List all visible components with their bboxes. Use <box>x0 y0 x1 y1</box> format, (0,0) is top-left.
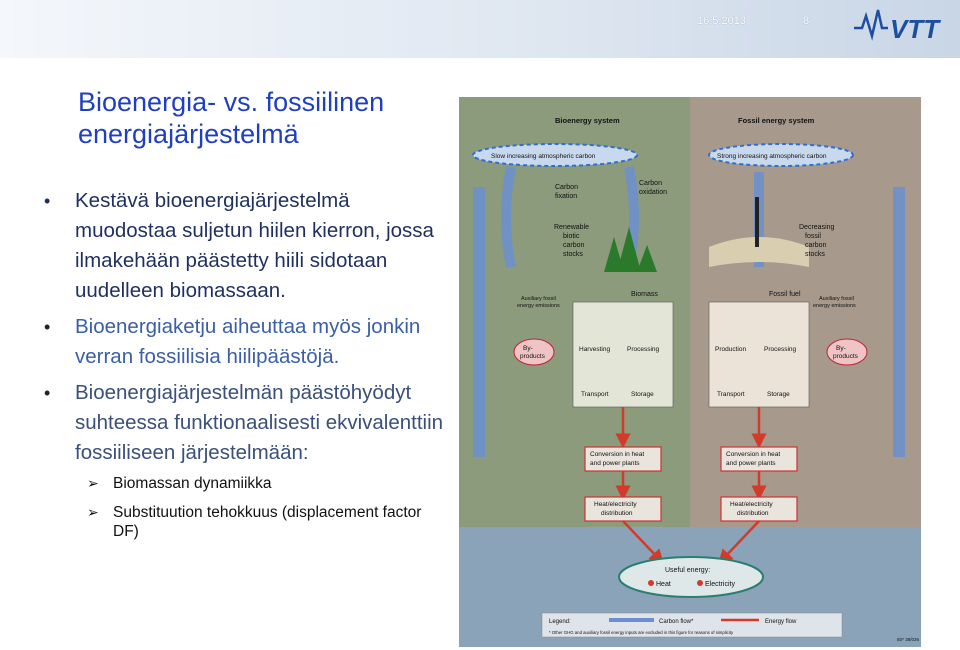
distribution-left-1: Heat/electricity <box>594 501 637 508</box>
byproducts-right-ellipse <box>827 339 867 365</box>
carbon-flow-label: Carbon flow* <box>659 619 694 625</box>
transport-left-label: Transport <box>581 391 609 398</box>
conversion-right-1: Conversion in heat <box>726 451 780 458</box>
byproducts-right-1: By- <box>836 345 846 352</box>
slide-date: 16.5.2013 <box>697 15 746 27</box>
bullet-dot-icon: • <box>44 312 50 342</box>
distribution-right-1: Heat/electricity <box>730 501 773 508</box>
vtt-logo: VTT <box>852 6 947 44</box>
sub-bullet-item: ➢ Substituution tehokkuus (displacement … <box>44 503 449 541</box>
carbon-fixation-1: Carbon <box>555 184 578 191</box>
aux-left-2: energy emissions <box>517 303 560 309</box>
bio-atmo-label: Slow increasing atmospheric carbon <box>491 153 596 160</box>
transport-right-label: Transport <box>717 391 745 398</box>
conversion-left-1: Conversion in heat <box>590 451 644 458</box>
title-line-1: Bioenergia- vs. fossiilinen <box>78 86 458 118</box>
distribution-left-2: distribution <box>601 510 633 517</box>
legend-footnote: * Other GHG and auxiliary fossil energy … <box>549 630 734 635</box>
storage-left-label: Storage <box>631 391 654 398</box>
header-bar: 16.5.2013 8 VTT <box>0 0 960 58</box>
logo-text: VTT <box>890 14 941 44</box>
energy-system-diagram: Bioenergy system Fossil energy system Sl… <box>459 97 921 647</box>
conversion-left-2: and power plants <box>590 460 640 467</box>
renewable-2: biotic <box>563 233 580 240</box>
page-number: 8 <box>803 15 809 27</box>
decreasing-2: fossil <box>805 233 821 240</box>
byproducts-left-ellipse <box>514 339 554 365</box>
oil-rig-icon <box>755 197 759 247</box>
electricity-dot-icon <box>697 580 703 586</box>
fossil-atmo-label: Strong increasing atmospheric carbon <box>717 153 827 160</box>
arrow-bullet-icon: ➢ <box>87 474 99 493</box>
bullet-dot-icon: • <box>44 186 50 216</box>
aux-right-1: Auxiliary fossil <box>819 296 854 302</box>
processing-left-label: Processing <box>627 346 660 353</box>
useful-energy-ellipse <box>619 557 763 597</box>
bullet-item: • Bioenergiajärjestelmän päästöhyödyt su… <box>44 378 449 468</box>
title-line-2: energiajärjestelmä <box>78 118 458 150</box>
useful-energy-label: Useful energy: <box>665 567 710 574</box>
arrow-bullet-icon: ➢ <box>87 503 99 522</box>
byproducts-left-2: products <box>520 353 546 360</box>
electricity-label: Electricity <box>705 581 735 588</box>
sub-bullet-text: Substituution tehokkuus (displacement fa… <box>113 504 421 540</box>
sub-bullet-item: ➢ Biomassan dynamiikka <box>44 474 449 493</box>
bullet-dot-icon: • <box>44 378 50 408</box>
aux-left-1: Auxiliary fossil <box>521 296 556 302</box>
heat-dot-icon <box>648 580 654 586</box>
bio-title: Bioenergy system <box>555 116 620 125</box>
fossil-fuel-label: Fossil fuel <box>769 291 801 298</box>
energy-flow-label: Energy flow <box>765 619 797 625</box>
figure-ref: IEF 38/026 <box>897 637 920 642</box>
byproducts-right-2: products <box>833 353 859 360</box>
carbon-fixation-2: fixation <box>555 193 577 200</box>
bullet-text: Kestävä bioenergiajärjestelmä muodostaa … <box>75 189 434 302</box>
bullet-text: Bioenergiaketju aiheuttaa myös jonkin ve… <box>75 315 420 368</box>
bullet-text: Bioenergiajärjestelmän päästöhyödyt suht… <box>75 381 443 464</box>
decreasing-4: stocks <box>805 251 825 258</box>
distribution-right-2: distribution <box>737 510 769 517</box>
slide-title: Bioenergia- vs. fossiilinen energiajärje… <box>78 86 458 150</box>
aux-right-2: energy emissions <box>813 303 856 309</box>
renewable-4: stocks <box>563 251 583 258</box>
production-label: Production <box>715 346 746 353</box>
bullet-item: • Bioenergiaketju aiheuttaa myös jonkin … <box>44 312 449 372</box>
decreasing-1: Decreasing <box>799 224 835 231</box>
carbon-oxidation-2: oxidation <box>639 189 667 196</box>
bullet-list: • Kestävä bioenergiajärjestelmä muodosta… <box>44 186 449 541</box>
byproducts-left-1: By- <box>523 345 533 352</box>
renewable-1: Renewable <box>554 224 589 231</box>
harvesting-label: Harvesting <box>579 346 610 353</box>
storage-right-label: Storage <box>767 391 790 398</box>
decreasing-3: carbon <box>805 242 827 249</box>
processing-right-label: Processing <box>764 346 797 353</box>
fossil-title: Fossil energy system <box>738 116 815 125</box>
biomass-label: Biomass <box>631 291 658 298</box>
conversion-right-2: and power plants <box>726 460 776 467</box>
legend-label: Legend: <box>549 619 571 625</box>
sub-bullet-text: Biomassan dynamiikka <box>113 475 272 492</box>
bullet-item: • Kestävä bioenergiajärjestelmä muodosta… <box>44 186 449 306</box>
carbon-oxidation-1: Carbon <box>639 180 662 187</box>
heat-label: Heat <box>656 581 671 588</box>
renewable-3: carbon <box>563 242 585 249</box>
